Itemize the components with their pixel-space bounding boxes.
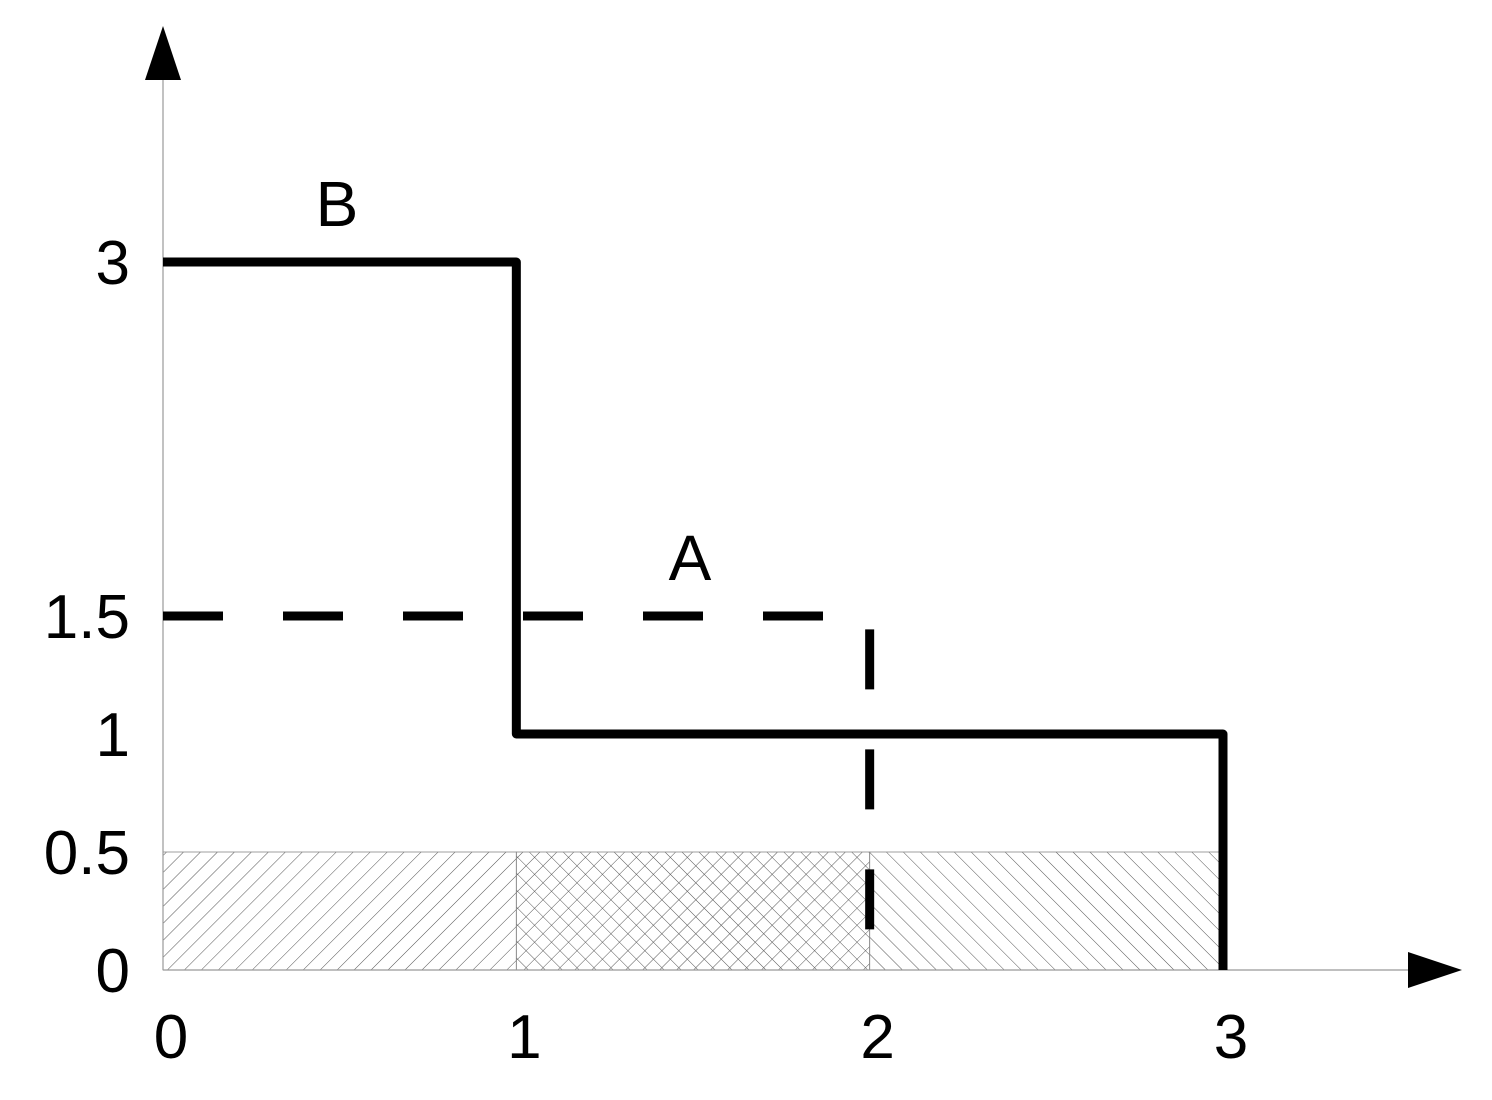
y-tick-label-1: 1 (96, 701, 130, 770)
y-tick-label-0-5: 0.5 (44, 819, 130, 888)
series-b-label: B (316, 168, 359, 240)
x-tick-label-1: 1 (507, 1003, 541, 1072)
labels: 0 1 2 3 0 0.5 1 1.5 3 B A (44, 168, 1248, 1072)
axes (145, 26, 1462, 988)
shaded-regions (162, 851, 1224, 971)
series-b-line (163, 257, 1228, 970)
series-lines (163, 257, 1228, 970)
y-tick-label-3: 3 (96, 229, 130, 298)
x-tick-label-2: 2 (860, 1003, 894, 1072)
x-tick-label-0: 0 (154, 1003, 188, 1072)
y-tick-label-0: 0 (96, 937, 130, 1006)
shaded-region-2 (515, 851, 871, 971)
x-axis-arrow-icon (1408, 952, 1462, 988)
y-tick-label-1-5: 1.5 (44, 583, 130, 652)
x-tick-label-3: 3 (1214, 1003, 1248, 1072)
y-axis-arrow-icon (145, 26, 181, 80)
shaded-region-3 (869, 851, 1224, 971)
series-a-label: A (669, 522, 712, 594)
shaded-region-1 (162, 851, 517, 971)
